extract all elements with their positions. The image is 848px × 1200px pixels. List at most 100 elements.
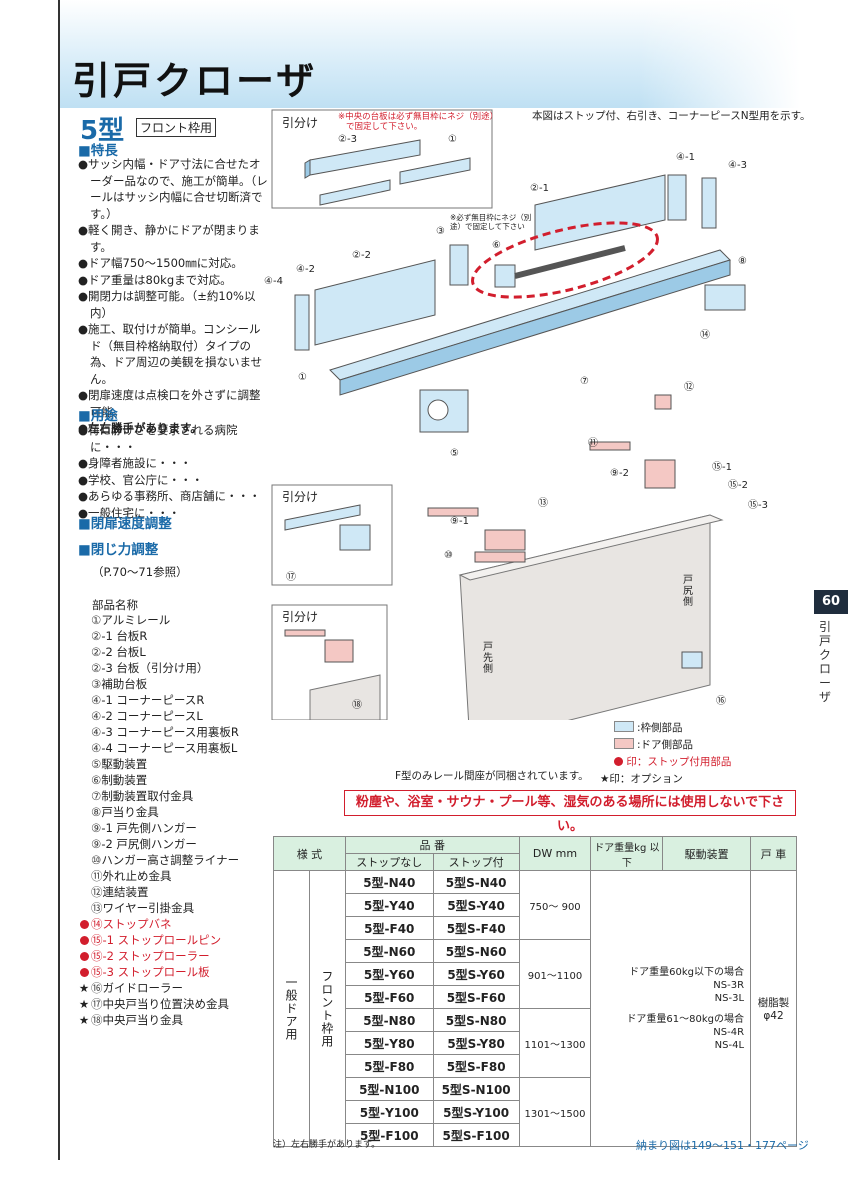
door-stop-fitting: [704, 284, 746, 311]
use-item: ●身障者施設に・・・: [78, 456, 192, 470]
feature-item: ●閉扉速度は点検口を外さずに調整可能。: [78, 388, 261, 419]
callout-11: ⑪: [588, 438, 598, 449]
use-item: ●あらゆる事務所、商店舗に・・・: [78, 489, 261, 503]
table-note: 注）左右勝手があります。: [273, 1140, 381, 1150]
part-number: ⑮: [91, 965, 103, 979]
part-label: ストップバネ: [102, 917, 172, 931]
style-front: フロント枠用: [308, 870, 346, 1147]
callout-2-2: ②-2: [352, 250, 371, 261]
callout-3: ③: [436, 226, 445, 237]
stopper-fitting: [589, 441, 631, 451]
callout-2-1: ②-1: [530, 183, 549, 194]
legend-stop: 印：ストップ付用部品: [614, 754, 731, 771]
callout-15-2: ⑮-2: [728, 480, 748, 491]
use-item: ●一般住宅に・・・: [78, 505, 181, 520]
feature-item: ●サッシ内幅・ドア寸法に合せたオーダー品なので、施工が簡単。（レールはサッシ内幅…: [78, 157, 268, 221]
th-drive: 駆動装置: [662, 836, 752, 871]
part-number: ②: [91, 661, 102, 675]
callout-1b: ①: [298, 372, 307, 383]
part-number: ②: [91, 645, 102, 659]
wire-hook-rail: [427, 507, 479, 517]
drive-text: NS-3L: [714, 992, 745, 1004]
part-number: ①: [91, 613, 102, 627]
part-item: ★⑯ガイドローラー: [77, 980, 239, 996]
part-item: ④-4 コーナーピース用裏板L: [77, 740, 239, 756]
part-item: ⑩ハンガー高さ調整ライナー: [77, 852, 239, 868]
ref-note: （P.70〜71参照）: [92, 565, 188, 579]
feature-item: ●ドア幅750〜1500㎜に対応。: [78, 256, 243, 270]
stop-mark-icon: [77, 948, 91, 964]
part-item: ⑮-2 ストップローラー: [77, 948, 239, 964]
stop-mark-icon: [77, 916, 91, 932]
model-nostop: 5型-Y80: [344, 1031, 434, 1055]
hanger-front: [484, 529, 526, 551]
model-nostop: 5型-Y40: [344, 893, 434, 917]
base-plate-r: [534, 174, 666, 251]
part-number: ②: [91, 629, 102, 643]
part-number: ④: [91, 741, 102, 755]
uses-heading: ■用途: [78, 408, 118, 424]
part-number: ⑰: [91, 997, 103, 1011]
model-stop: 5型S-Y80: [432, 1031, 520, 1055]
drive-text: ドア重量60kg以下の場合: [629, 966, 745, 978]
part-number: ④: [91, 709, 102, 723]
part-number: ⑯: [91, 981, 103, 995]
part-number: ⑬: [91, 901, 103, 915]
brake-rod: [514, 245, 626, 279]
link-device: [654, 394, 672, 410]
model-nostop: 5型-Y60: [344, 962, 434, 986]
header-band: [60, 0, 800, 108]
model-nostop: 5型-N100: [344, 1077, 434, 1101]
part-label: アルミレール: [101, 613, 171, 627]
part-number: ⑮: [91, 933, 103, 947]
part-label: -2 ストップローラー: [102, 949, 210, 963]
model-stop: 5型S-N60: [432, 939, 520, 963]
model-stop: 5型S-F40: [432, 916, 520, 940]
part-label: -3 ストップロール板: [102, 965, 210, 979]
callout-15-3: ⑮-3: [748, 500, 768, 511]
callout-1a: ①: [448, 134, 457, 145]
part-item: ②-3 台板（引分け用）: [77, 660, 239, 676]
part-number: ⑨: [91, 837, 102, 851]
part-item: ④-1 コーナーピースR: [77, 692, 239, 708]
part-item: ⑥制動装置: [77, 772, 239, 788]
left-rule: [58, 0, 60, 1160]
model-stop: 5型S-Y60: [432, 962, 520, 986]
features-list: ●サッシ内幅・ドア寸法に合せたオーダー品なので、施工が簡単。（レールはサッシ内幅…: [78, 156, 268, 437]
part-label: 補助台板: [101, 677, 148, 691]
inset-rail-parts: [304, 139, 471, 206]
f-type-note: F型のみレール間座が同梱されています。: [395, 770, 589, 782]
part-item: ⑪外れ止め金具: [77, 868, 239, 884]
legend-option: ★印：オプション: [600, 773, 683, 785]
part-item: ★⑰中央戸当り位置決め金具: [77, 996, 239, 1012]
callout-9-2: ⑨-2: [610, 468, 629, 479]
stop-mark-icon: [77, 932, 91, 948]
spec-table: 様 式 品 番 DW mm ドア重量kg 以下 駆動装置 戸 車 ストップなし …: [273, 836, 797, 1147]
drive-text: NS-4R: [713, 1026, 745, 1038]
th-stop: ストップ付: [432, 853, 520, 871]
part-item: ⑮-3 ストップロール板: [77, 964, 239, 980]
part-item: ⑦制動装置取付金具: [77, 788, 239, 804]
drive-text: NS-4L: [714, 1039, 745, 1051]
use-item: ●特に静けさを要求される病院に・・・: [78, 423, 238, 454]
model-nostop: 5型-N40: [344, 870, 434, 894]
callout-14: ⑭: [700, 330, 710, 341]
part-label: -1 戸先側ハンガー: [101, 821, 197, 835]
feature-item: ●開閉力は調整可能。（±約10%以内）: [78, 289, 256, 320]
th-dw: DW mm: [518, 836, 592, 871]
part-number: ⑫: [91, 885, 103, 899]
part-label: ワイヤー引掛金具: [102, 901, 195, 915]
brake-highlight: [471, 221, 659, 299]
center-note-1: ※中央の台板は必ず無目枠にネジ（別途）: [338, 112, 499, 122]
part-mark: ★: [78, 1013, 90, 1027]
part-number: ⑱: [91, 1013, 103, 1027]
callout-4-1: ④-1: [676, 152, 695, 163]
part-label: -1 台板R: [101, 629, 148, 643]
part-label: 制動装置: [101, 773, 148, 787]
part-label: 中央戸当り金具: [102, 1013, 184, 1027]
model-stop: 5型S-Y100: [432, 1100, 520, 1124]
warning-box: 粉塵や、浴室・サウナ・プール等、湿気のある場所には使用しないで下さい。: [344, 790, 796, 834]
